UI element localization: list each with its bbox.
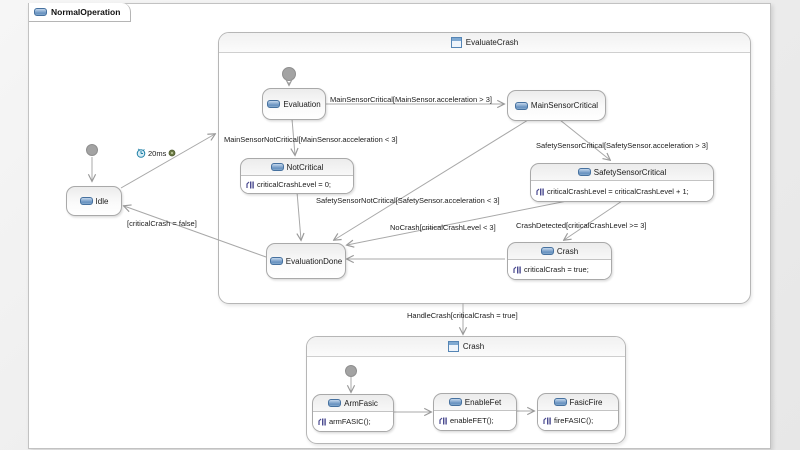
composite-title: Crash [462, 342, 485, 351]
state-safety-sensor-critical[interactable]: SafetySensorCritical criticalCrashLevel … [530, 163, 714, 202]
state-icon [514, 101, 528, 110]
entry-action: fireFASIC(); [554, 416, 594, 425]
transition-label-main-sensor-critical[interactable]: MainSensorCritical[MainSensor.accelerati… [330, 95, 492, 104]
composite-header[interactable]: EvaluateCrash [219, 33, 750, 53]
transition-label-no-crash[interactable]: NoCrash[criticalCrashLevel < 3] [390, 223, 496, 232]
event-icon [168, 149, 176, 157]
state-name: NotCritical [286, 162, 324, 172]
transition-label-timed[interactable]: 20ms [136, 148, 176, 158]
state-name: EvaluationDone [285, 256, 343, 266]
entry-action-icon [439, 417, 447, 425]
state-icon [328, 399, 342, 407]
entry-action-icon [513, 266, 521, 274]
state-icon [577, 168, 591, 176]
composite-state-icon [450, 37, 462, 48]
region-tab-normal-operation[interactable]: NormalOperation [29, 3, 132, 22]
region-icon [34, 8, 47, 16]
state-not-critical[interactable]: NotCritical criticalCrashLevel = 0; [240, 158, 354, 194]
entry-action-icon [536, 188, 544, 195]
state-icon [540, 247, 554, 255]
state-icon [269, 257, 283, 265]
state-icon [267, 100, 281, 108]
clock-icon [136, 148, 146, 158]
transition-label-handle-crash[interactable]: HandleCrash[criticalCrash = true] [407, 311, 518, 320]
transition-label-safety-sensor-critical[interactable]: SafetySensorCritical[SafetySensor.accele… [536, 141, 708, 150]
state-evaluation-done[interactable]: EvaluationDone [266, 243, 346, 279]
region-label: NormalOperation [51, 7, 121, 17]
state-name: FasicFire [569, 397, 603, 407]
timed-label-text: 20ms [148, 148, 167, 158]
entry-action-icon [318, 418, 326, 426]
state-main-sensor-critical[interactable]: MainSensorCritical [507, 90, 606, 121]
entry-action-icon [246, 181, 254, 189]
state-name: Crash [556, 246, 579, 256]
entry-action: armFASIC(); [329, 417, 371, 426]
composite-header[interactable]: Crash [307, 337, 625, 357]
state-arm-fasic[interactable]: ArmFasic armFASIC(); [312, 394, 394, 432]
state-enable-fet[interactable]: EnableFet enableFET(); [433, 393, 517, 431]
transition-label-main-sensor-not-critical[interactable]: MainSensorNotCritical[MainSensor.acceler… [224, 135, 398, 144]
transition-label-safety-sensor-not-critical[interactable]: SafetySensorNotCritical[SafetySensor.acc… [316, 196, 500, 205]
state-evaluation[interactable]: Evaluation [262, 88, 326, 120]
composite-title: EvaluateCrash [465, 38, 519, 47]
state-crash-inner[interactable]: Crash criticalCrash = true; [507, 242, 612, 280]
composite-state-icon [447, 341, 459, 352]
state-idle[interactable]: Idle [66, 186, 122, 216]
state-icon [79, 197, 93, 205]
state-name: Idle [95, 196, 109, 206]
state-name: Evaluation [283, 99, 321, 109]
transition-label-crash-detected[interactable]: CrashDetected[criticalCrashLevel >= 3] [516, 221, 647, 230]
state-icon [553, 398, 567, 406]
entry-action: criticalCrashLevel = criticalCrashLevel … [547, 186, 689, 196]
state-name: ArmFasic [344, 398, 378, 408]
state-icon [270, 163, 284, 171]
state-fasic-fire[interactable]: FasicFire fireFASIC(); [537, 393, 619, 431]
state-name: EnableFet [464, 397, 502, 407]
entry-action-icon [543, 417, 551, 425]
state-name: SafetySensorCritical [593, 167, 667, 177]
entry-action: criticalCrashLevel = 0; [257, 180, 331, 189]
entry-action: enableFET(); [450, 416, 494, 425]
entry-action: criticalCrash = true; [524, 265, 589, 274]
transition-label-critical-crash-false[interactable]: [criticalCrash = false] [127, 219, 197, 228]
state-name: MainSensorCritical [530, 101, 599, 110]
state-icon [448, 398, 462, 406]
